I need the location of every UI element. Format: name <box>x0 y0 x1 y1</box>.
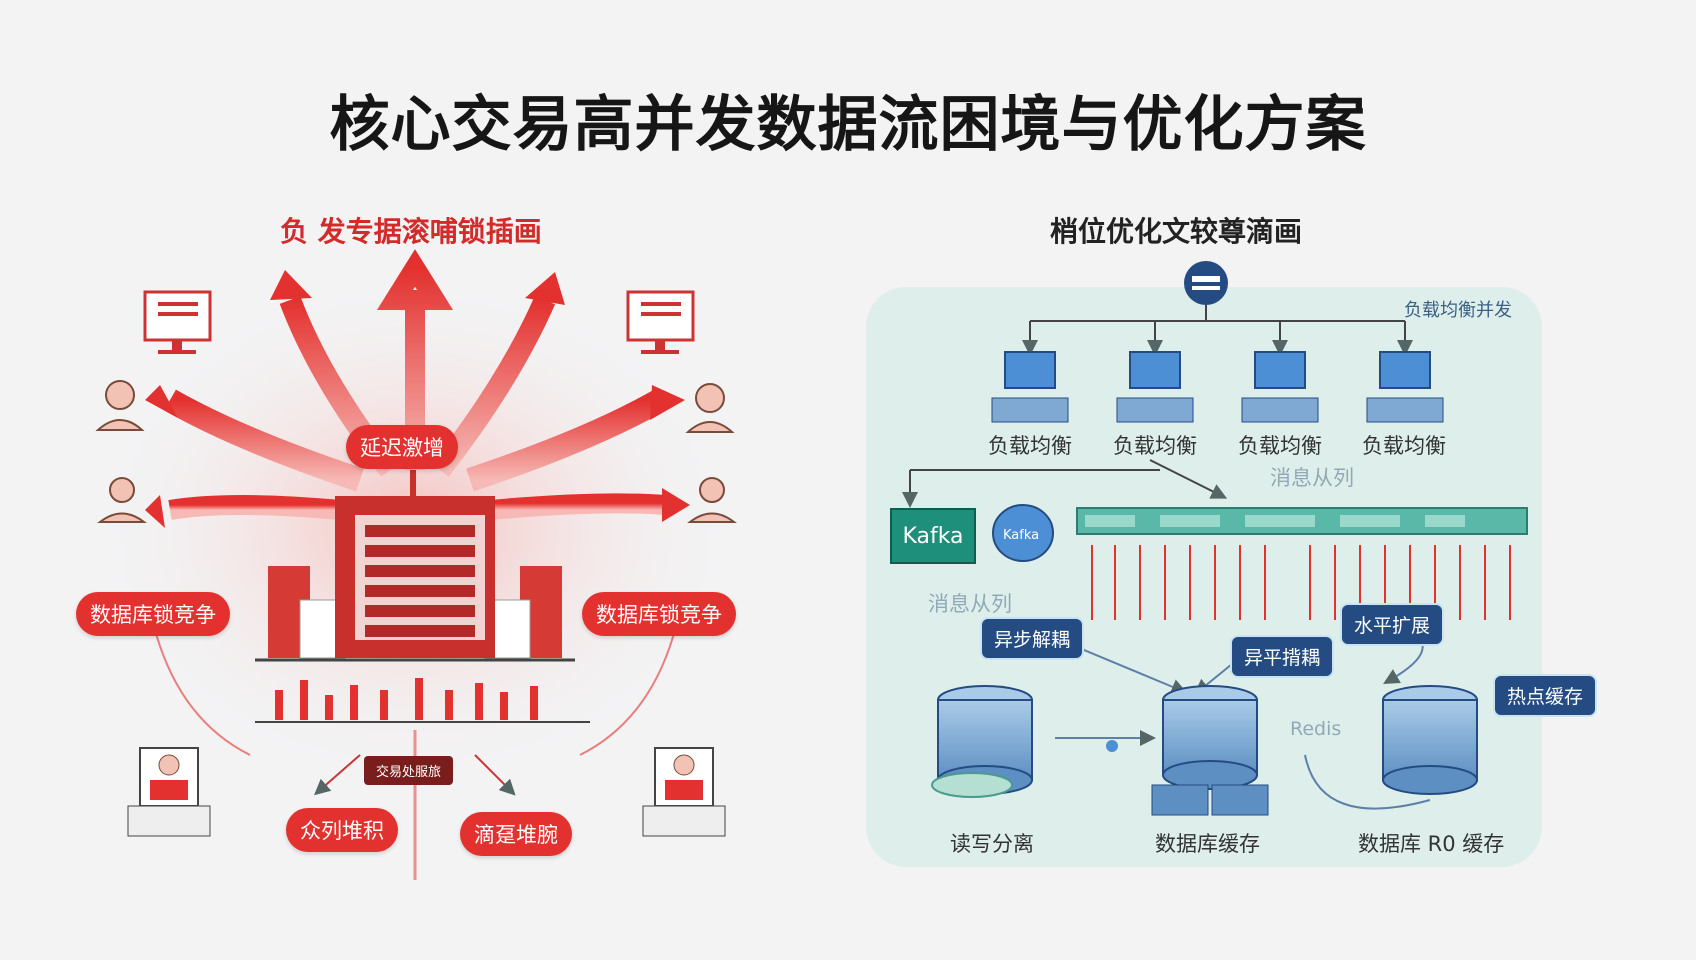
laptop-users <box>127 747 726 837</box>
async-decoupling-badge-2: 异平揹耦 <box>1230 635 1335 678</box>
lb-node-label-1: 负载均衡 <box>988 434 1072 458</box>
client-monitor-left <box>143 290 212 354</box>
db-label-r0-cache: 数据库 R0 缓存 <box>1358 832 1505 856</box>
message-queue-label-top: 消息从列 <box>1270 466 1354 490</box>
load-balance-caption: 负载均衡并发 <box>1404 300 1512 321</box>
redis-label: Redis <box>1290 718 1342 740</box>
flow-dot <box>1106 740 1118 752</box>
server-buildings <box>255 470 575 662</box>
request-pileup-badge: 滴趸堆腕 <box>460 812 572 856</box>
balancer-lines <box>1022 305 1413 356</box>
kafka-icon-label: Kafka <box>1003 528 1040 543</box>
db-lock-badge-right: 数据库锁竞争 <box>582 592 736 636</box>
optimization-panel <box>866 287 1542 867</box>
message-queue-bar <box>1076 507 1528 535</box>
message-queue-label-left: 消息从列 <box>928 592 1012 616</box>
database-cache <box>1151 685 1269 816</box>
load-balancer-hub-icon <box>1184 261 1228 305</box>
right-panel-title: 梢位优化文较尊滴画 <box>1050 215 1303 248</box>
transaction-processing-tag: 交易处服旅 <box>364 756 454 785</box>
page-title: 核心交易高并发数据流困境与优化方案 <box>329 90 1367 160</box>
latency-spike-badge: 延迟激增 <box>346 425 458 469</box>
async-decoupling-badge: 异步解耦 <box>980 617 1085 660</box>
hot-cache-badge: 热点缓存 <box>1493 674 1598 717</box>
db-lock-badge-left: 数据库锁竞争 <box>76 592 230 636</box>
lb-node-label-4: 负载均衡 <box>1362 434 1446 458</box>
balancer-nodes <box>991 351 1444 423</box>
left-panel-title: 负 发专据滚哺锁插画 <box>280 215 542 248</box>
kafka-cloud-icon <box>992 504 1054 562</box>
lb-node-label-3: 负载均衡 <box>1238 434 1322 458</box>
db-label-read-write: 读写分离 <box>950 832 1034 856</box>
database-read-write <box>931 685 1033 798</box>
lb-node-label-2: 负载均衡 <box>1113 434 1197 458</box>
kafka-box: Kafka <box>890 508 976 564</box>
user-avatars <box>95 380 737 523</box>
database-r0-cache <box>1382 685 1478 795</box>
client-monitor-right <box>626 290 695 354</box>
db-label-cache: 数据库缓存 <box>1155 832 1260 856</box>
horizontal-scale-badge: 水平扩展 <box>1340 603 1445 646</box>
load-bars <box>255 678 590 723</box>
queue-backlog-badge: 众列堆积 <box>286 808 398 852</box>
